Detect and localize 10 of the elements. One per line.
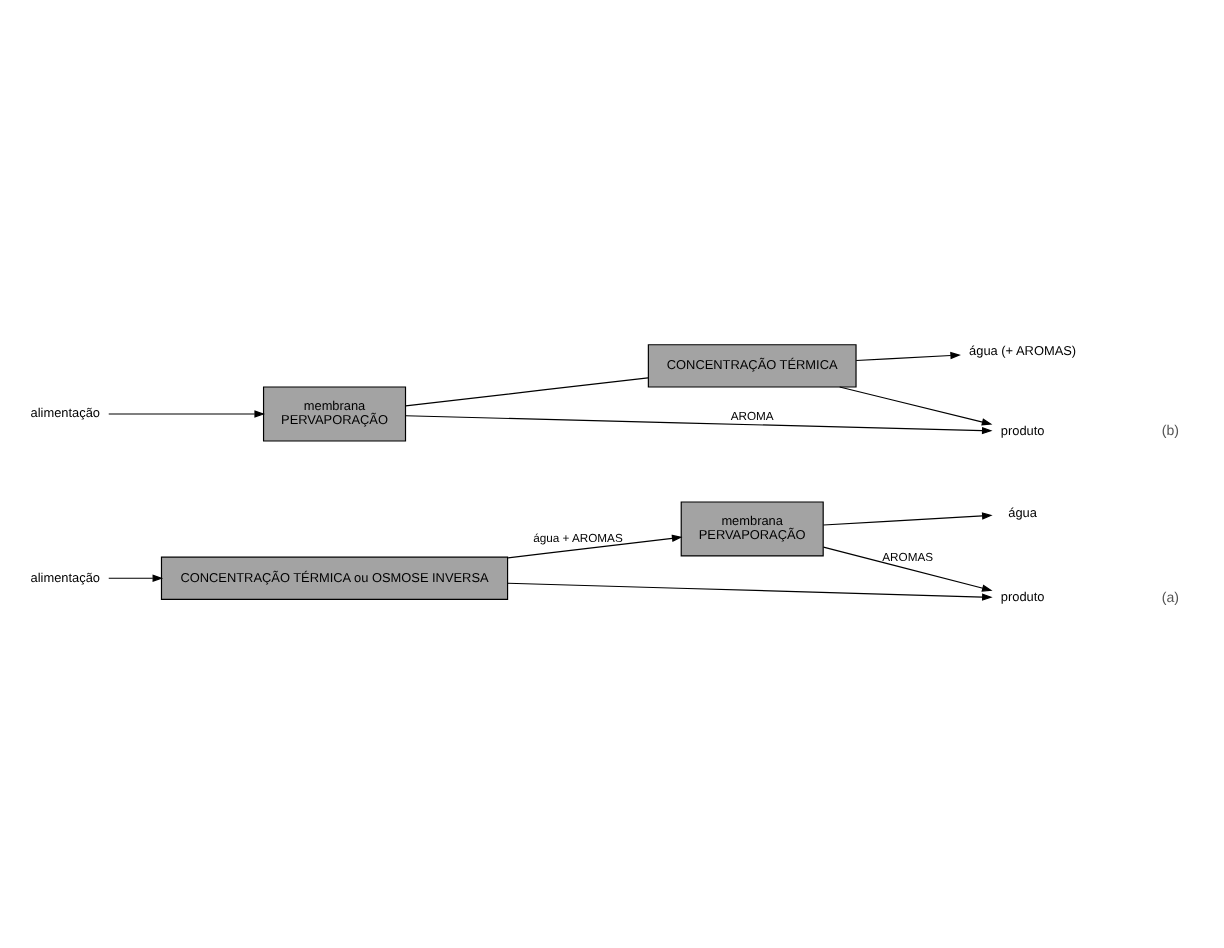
arrow (404, 414, 993, 434)
connector (405, 376, 649, 406)
arrow (507, 533, 683, 558)
arrow (855, 350, 961, 361)
arrow (822, 511, 993, 525)
arrow (108, 409, 265, 417)
arrow (839, 385, 993, 425)
arrow (507, 581, 993, 600)
arrow (822, 545, 993, 591)
arrow (108, 573, 164, 581)
